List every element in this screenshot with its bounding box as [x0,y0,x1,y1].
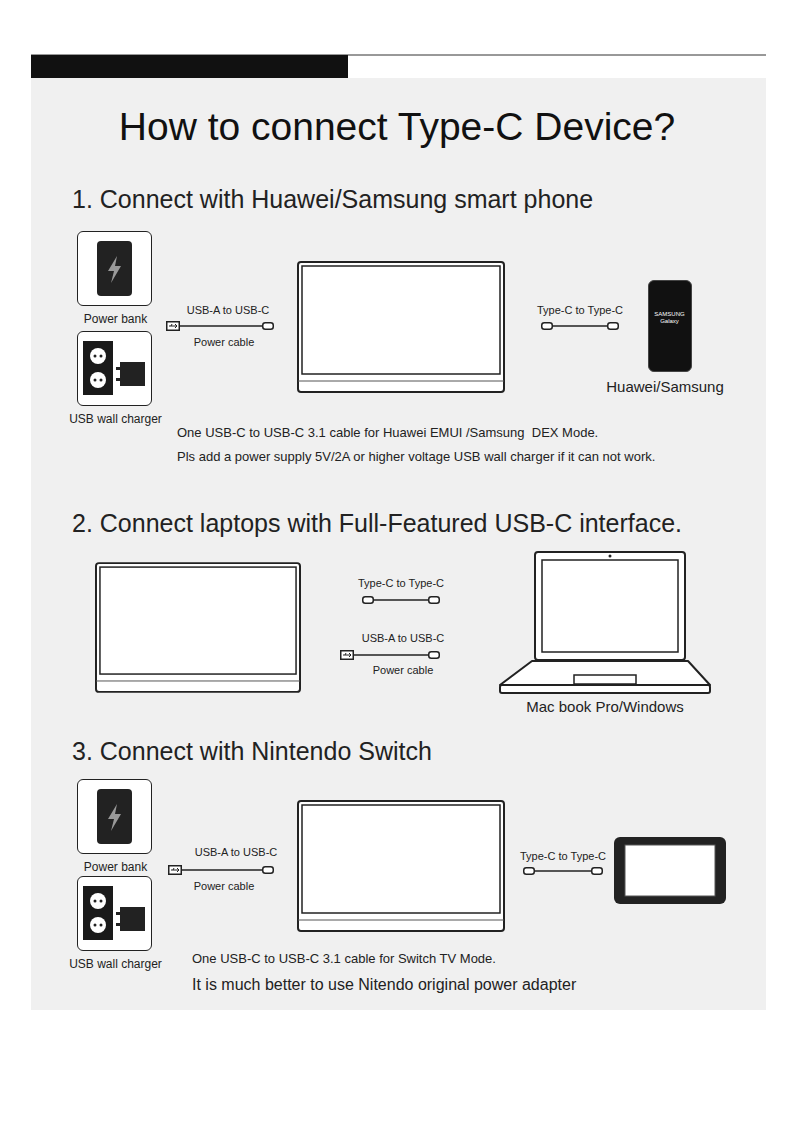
page-title: How to connect Type-C Device? [119,104,675,151]
cable-label: USB-A to USB-C [362,632,445,645]
wall-charger-icon [77,876,152,951]
usb-a-plug [167,322,180,331]
usb-c-plug [429,597,440,604]
cable [354,654,428,656]
usb-c-plug [592,868,603,875]
usb-c-plug [263,867,274,874]
cable-label: Power cable [373,664,434,677]
device-label: Mac book Pro/Windows [526,698,684,716]
device-label: Power bank [84,860,147,874]
wall-charger-box: USB wall charger [77,331,152,406]
header-bar [31,55,348,78]
usb-c-plug [608,323,619,330]
laptop [500,552,710,693]
wall-charger-box: USB wall charger [77,876,152,951]
cable [535,870,591,872]
laptop-area: Mac book Pro/Windows [500,552,710,693]
cable [374,599,428,601]
section-heading: 2. Connect laptops with Full-Featured US… [72,508,682,538]
cable-label: Power cable [194,336,255,349]
power-bank-box: Power bank [77,779,152,854]
cable [182,869,262,871]
device-label: USB wall charger [69,412,162,426]
device-label: USB wall charger [69,957,162,971]
note: Pls add a power supply 5V/2A or higher v… [177,449,655,465]
phone-brand: SAMSUNG Galaxy [651,311,689,325]
usb-c-plug [524,868,535,875]
monitor [297,801,504,931]
cable-label: Power cable [194,880,255,893]
cable-label: Type-C to Type-C [520,850,606,863]
usb-a-plug [169,866,182,875]
power-bank-box: Power bank [77,231,152,306]
note: One USB-C to USB-C 3.1 cable for Huawei … [177,425,598,441]
panel [31,78,766,1010]
section-heading: 3. Connect with Nintendo Switch [72,736,432,766]
device-label: Huawei/Samsung [606,378,724,396]
nintendo-switch [614,837,726,904]
cable [553,325,607,327]
cable-label: USB-A to USB-C [187,304,270,317]
monitor [297,262,504,392]
cable-label: USB-A to USB-C [195,846,278,859]
cable [180,325,262,327]
usb-c-plug [363,597,374,604]
monitor [95,563,300,692]
smartphone: SAMSUNG GalaxyHuawei/Samsung [648,280,692,372]
usb-c-plug [263,323,274,330]
usb-c-plug [429,652,440,659]
power-bank-icon [77,779,152,854]
device-label: Power bank [84,312,147,326]
cable-label: Type-C to Type-C [358,577,444,590]
usb-c-plug [542,323,553,330]
power-bank-icon [77,231,152,306]
usb-a-plug [341,651,354,660]
wall-charger-icon [77,331,152,406]
note: It is much better to use Nitendo origina… [192,975,576,994]
cable-label: Type-C to Type-C [537,304,623,317]
note: One USB-C to USB-C 3.1 cable for Switch … [192,951,496,967]
section-heading: 1. Connect with Huawei/Samsung smart pho… [72,184,593,214]
